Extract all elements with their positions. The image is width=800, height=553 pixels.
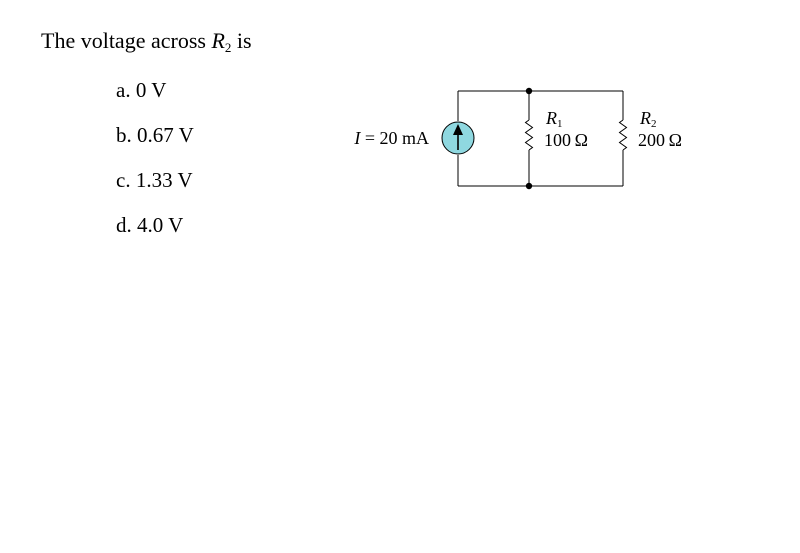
r2-resistor [618, 119, 628, 151]
question-suffix: is [231, 28, 252, 53]
current-arrow-icon [453, 124, 463, 135]
source-label: I = 20 mA [353, 128, 429, 148]
r1-resistor [524, 119, 534, 151]
question-prefix: The voltage across [41, 28, 212, 53]
junction-top [525, 87, 533, 95]
choice-d[interactable]: d. 4.0 V [116, 213, 184, 237]
junction-bottom [525, 182, 533, 190]
question-text: The voltage across R2 is [41, 28, 252, 56]
question-subscript: 2 [224, 40, 232, 55]
choice-c[interactable]: c. 1.33 V [116, 168, 193, 192]
r1-name: R1 [545, 108, 563, 130]
answer-choices: a. 0 V b. 0.67 V c. 1.33 V d. 4.0 V [116, 76, 194, 256]
r2-value: 200 Ω [638, 130, 682, 150]
choice-a[interactable]: a. 0 V [116, 78, 167, 102]
choice-b[interactable]: b. 0.67 V [116, 123, 194, 147]
r1-value: 100 Ω [544, 130, 588, 150]
r2-name: R2 [639, 108, 657, 130]
question-variable: R [211, 28, 225, 53]
